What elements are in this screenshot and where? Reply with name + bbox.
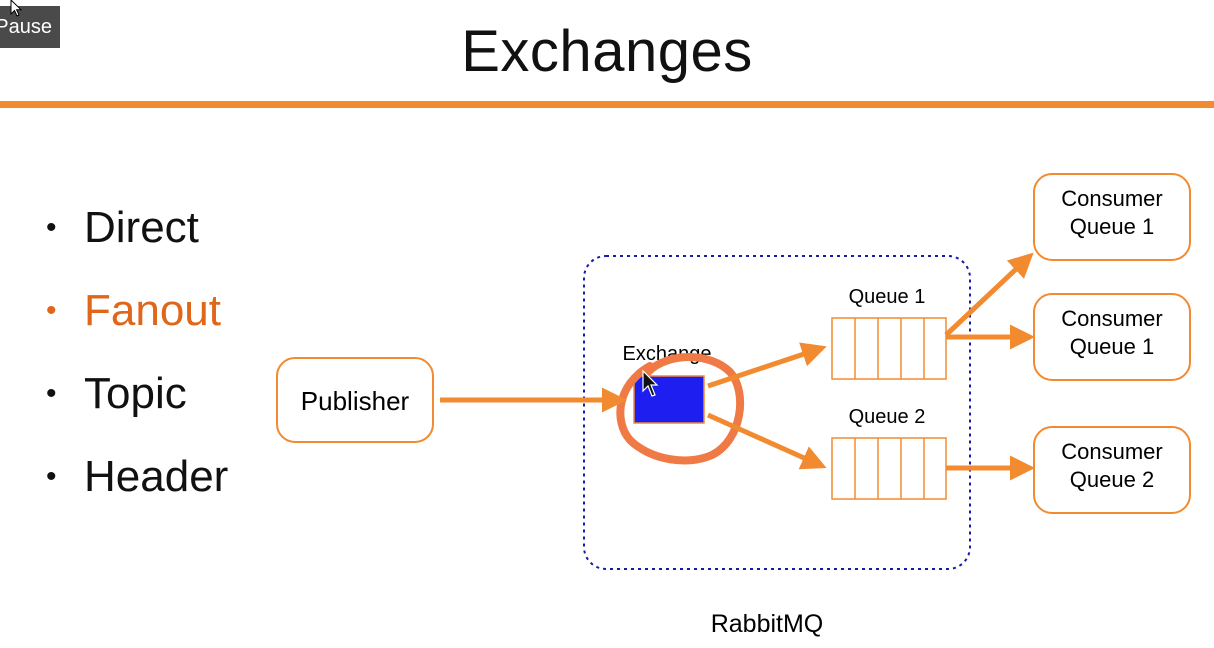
bullet-dot-icon: • xyxy=(46,376,57,410)
arrow-exchange-to-queue2 xyxy=(706,412,827,470)
publisher-node: Publisher xyxy=(276,357,434,443)
queue1-node xyxy=(831,317,947,380)
consumer-node-3: Consumer Queue 2 xyxy=(1033,426,1191,514)
rabbitmq-label: RabbitMQ xyxy=(711,610,824,638)
bullet-header: •Header xyxy=(46,451,229,501)
arrow-queue1-to-consumer1 xyxy=(944,252,1034,337)
bullet-dot-icon: • xyxy=(46,459,57,493)
slide-title: Exchanges xyxy=(461,19,753,84)
publisher-label: Publisher xyxy=(301,386,410,416)
arrow-exchange-to-queue1 xyxy=(707,342,827,389)
bullet-direct: •Direct xyxy=(46,202,199,252)
svg-text:Consumer: Consumer xyxy=(1061,439,1162,464)
bullet-dot-icon: • xyxy=(46,210,57,244)
rabbitmq-boundary xyxy=(583,255,971,570)
pause-label: Pause xyxy=(0,15,52,38)
svg-text:Queue 2: Queue 2 xyxy=(1070,467,1154,492)
bullet-dot-icon: • xyxy=(46,293,57,327)
highlight-circle xyxy=(616,353,745,465)
svg-text:Queue 1: Queue 1 xyxy=(1070,334,1154,359)
pause-button[interactable]: Pause xyxy=(0,6,60,48)
mouse-cursor-icon xyxy=(10,0,23,17)
queue2-node xyxy=(831,437,947,500)
svg-text:Consumer: Consumer xyxy=(1061,306,1162,331)
bullet-topic: •Topic xyxy=(46,368,187,418)
title-divider xyxy=(0,101,1214,108)
mouse-cursor-icon xyxy=(642,369,659,397)
bullet-fanout: •Fanout xyxy=(46,285,221,335)
svg-text:Queue 1: Queue 1 xyxy=(1070,214,1154,239)
consumer-node-1: Consumer Queue 1 xyxy=(1033,173,1191,261)
svg-text:Consumer: Consumer xyxy=(1061,186,1162,211)
queue1-label: Queue 1 xyxy=(849,286,926,308)
exchange-type-list: •Direct •Fanout •Topic •Header xyxy=(46,186,228,518)
consumer-node-2: Consumer Queue 1 xyxy=(1033,293,1191,381)
queue2-label: Queue 2 xyxy=(849,406,926,428)
